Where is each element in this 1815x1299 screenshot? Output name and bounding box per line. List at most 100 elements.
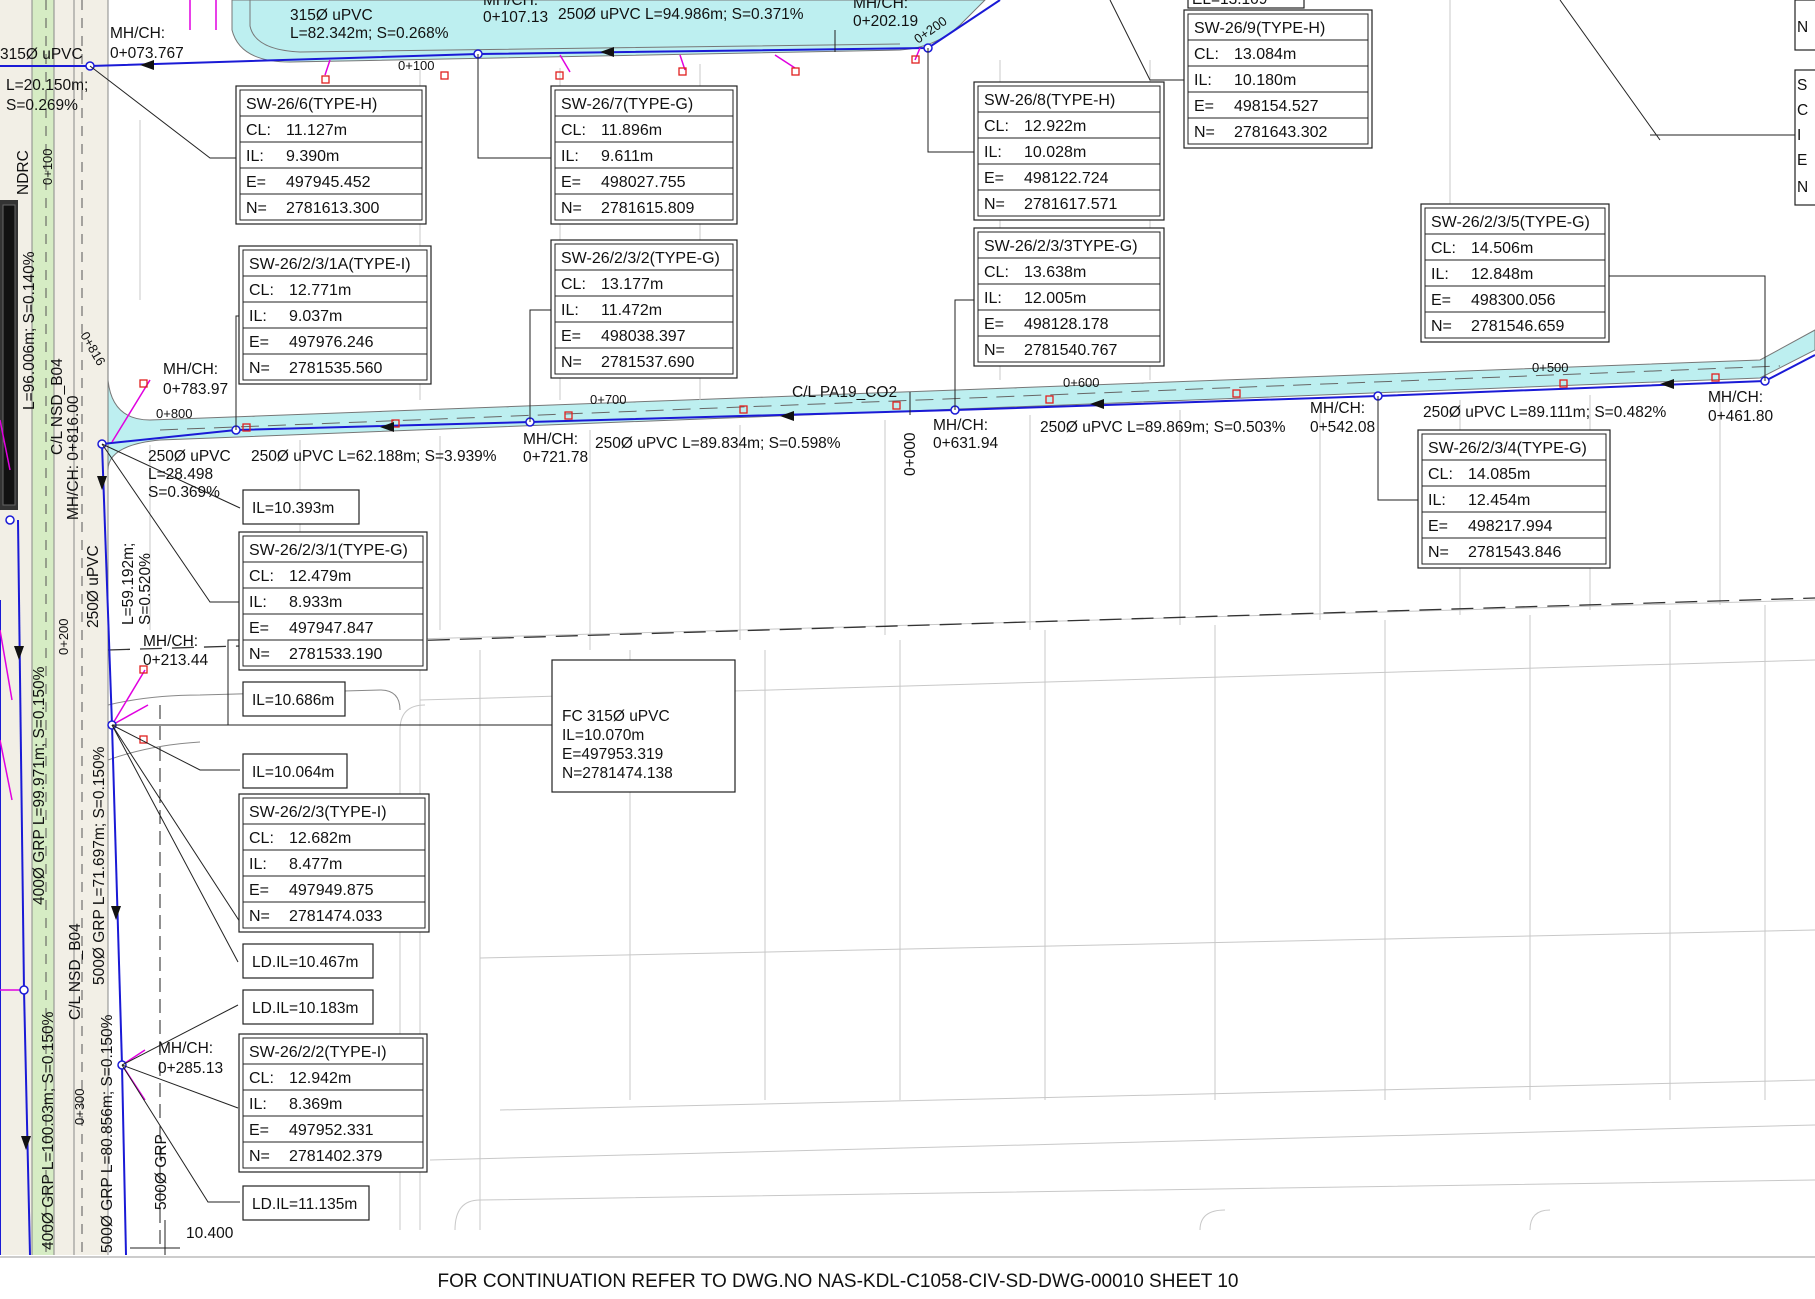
continuation-note: FOR CONTINUATION REFER TO DWG.NO NAS-KDL… bbox=[438, 1271, 1239, 1292]
pipe-b-label: 250Ø uPVC L=62.188m; S=3.939% bbox=[251, 448, 497, 465]
table-value: 13.084m bbox=[1234, 46, 1296, 63]
top-pipe-length: L=82.342m; S=0.268% bbox=[290, 25, 449, 42]
level-box: LD.IL=11.135m bbox=[242, 1185, 370, 1221]
manhole-id: SW-26/2/2(TYPE-I) bbox=[249, 1044, 387, 1061]
manhole-id: SW-26/7(TYPE-G) bbox=[561, 96, 693, 113]
table-key: CL: bbox=[1194, 46, 1219, 63]
vert-pipe-length: L=59.192m; bbox=[120, 543, 137, 625]
cl-b04-b: C/L NSD_B04 bbox=[67, 923, 84, 1020]
table-value: 2781543.846 bbox=[1468, 544, 1562, 561]
manhole-id: SW-26/9(TYPE-H) bbox=[1194, 20, 1325, 37]
station-v300: 0+300 bbox=[72, 1088, 87, 1125]
left-pipe-size: 315Ø uPVC bbox=[0, 46, 83, 63]
access-road bbox=[107, 689, 401, 711]
manhole-id: SW-26/8(TYPE-H) bbox=[984, 92, 1115, 109]
manhole-table: SW-26/8(TYPE-H)CL:12.922mIL:10.028mE=498… bbox=[973, 81, 1165, 221]
ch-783: 0+783.97 bbox=[163, 381, 228, 398]
table-key: N= bbox=[1194, 124, 1215, 141]
flow-arrows bbox=[14, 47, 1674, 1150]
ch-542: 0+542.08 bbox=[1310, 419, 1375, 436]
table-key: IL: bbox=[249, 308, 267, 325]
table-key: CL: bbox=[249, 282, 274, 299]
pipe-c-label: 250Ø uPVC L=89.834m; S=0.598% bbox=[595, 435, 841, 452]
table-key: E= bbox=[1194, 98, 1214, 115]
table-key: CL: bbox=[561, 276, 586, 293]
table-value: 2781540.767 bbox=[1024, 342, 1118, 359]
table-key: IL: bbox=[561, 148, 579, 165]
leader-lines bbox=[89, 0, 1795, 1255]
table-value: 9.037m bbox=[289, 308, 342, 325]
table-value: 9.390m bbox=[286, 148, 339, 165]
station-100: 0+100 bbox=[398, 58, 435, 73]
table-value: 2781613.300 bbox=[286, 200, 380, 217]
pipe-e-label: 250Ø uPVC L=89.111m; S=0.482% bbox=[1423, 404, 1667, 421]
table-key: CL: bbox=[249, 830, 274, 847]
top-pipe-250: 250Ø uPVC L=94.986m; S=0.371% bbox=[558, 6, 804, 23]
vert-pipe-size: 250Ø uPVC bbox=[85, 545, 102, 628]
table-key: N= bbox=[249, 908, 270, 925]
table-key: IL: bbox=[246, 148, 264, 165]
manhole-id: SW-26/2/3(TYPE-I) bbox=[249, 804, 387, 821]
table-value: 2781535.560 bbox=[289, 360, 383, 377]
table-key: CL: bbox=[246, 122, 271, 139]
level-value: IL=10.064m bbox=[252, 764, 334, 781]
table-key: E= bbox=[1428, 518, 1448, 535]
table-key: IL: bbox=[249, 594, 267, 611]
top-pipe-size: 315Ø uPVC bbox=[290, 7, 373, 24]
table-value: 11.127m bbox=[286, 122, 347, 139]
table-value: 12.922m bbox=[1024, 118, 1086, 135]
table-value: 498217.994 bbox=[1468, 518, 1553, 535]
station-v200: 0+200 bbox=[56, 618, 71, 655]
fc-line-3: E=497953.319 bbox=[562, 746, 663, 763]
table-key: N= bbox=[984, 342, 1005, 359]
table-key: E= bbox=[1431, 292, 1451, 309]
vert-pipe-slope: S=0.520% bbox=[137, 553, 154, 625]
table-key: N= bbox=[1431, 318, 1452, 335]
partial-right-n-top: N bbox=[1797, 19, 1808, 36]
table-value: 2781474.033 bbox=[289, 908, 383, 925]
manhole-table: SW-26/2/3/2(TYPE-G)CL:13.177mIL:11.472mE… bbox=[550, 239, 738, 379]
table-value: 11.472m bbox=[601, 302, 662, 319]
level-box: LD.IL=10.467m bbox=[242, 943, 374, 979]
mhch-213: MH/CH: bbox=[143, 633, 198, 650]
table-key: E= bbox=[249, 620, 269, 637]
table-key: E= bbox=[561, 328, 581, 345]
table-value: 10.028m bbox=[1024, 144, 1086, 161]
partial-right-i: I bbox=[1797, 127, 1801, 144]
table-key: CL: bbox=[984, 118, 1009, 135]
left-length: L=20.150m; bbox=[6, 77, 88, 94]
manhole-table: SW-26/6(TYPE-H)CL:11.127mIL:9.390mE=4979… bbox=[235, 85, 427, 225]
table-value: 12.005m bbox=[1024, 290, 1086, 307]
table-key: N= bbox=[249, 646, 270, 663]
station-600: 0+600 bbox=[1063, 375, 1100, 390]
top-mhch-a: MH/CH: bbox=[483, 0, 538, 9]
manhole-id: SW-26/2/3/4(TYPE-G) bbox=[1428, 440, 1587, 457]
partial-right-n: N bbox=[1797, 179, 1808, 196]
table-key: CL: bbox=[249, 1070, 274, 1087]
table-value: 497949.875 bbox=[289, 882, 374, 899]
table-key: N= bbox=[246, 200, 267, 217]
manhole-table: SW-26/2/3(TYPE-I)CL:12.682mIL:8.477mE=49… bbox=[238, 793, 430, 933]
partial-right-c: C bbox=[1797, 102, 1808, 119]
left-mhch: MH/CH: bbox=[110, 25, 165, 42]
table-value: 12.454m bbox=[1468, 492, 1530, 509]
ch-461: 0+461.80 bbox=[1708, 408, 1773, 425]
table-value: 13.177m bbox=[601, 276, 663, 293]
table-key: E= bbox=[246, 174, 266, 191]
table-value: 12.682m bbox=[289, 830, 351, 847]
ch-285: 0+285.13 bbox=[158, 1060, 223, 1077]
level-value: IL=10.686m bbox=[252, 692, 334, 709]
table-key: CL: bbox=[249, 568, 274, 585]
manhole-table: SW-26/2/3/5(TYPE-G)CL:14.506mIL:12.848mE… bbox=[1420, 203, 1610, 343]
table-value: 498122.724 bbox=[1024, 170, 1109, 187]
table-value: 9.611m bbox=[601, 148, 653, 165]
manhole-tables: SW-26/6(TYPE-H)CL:11.127mIL:9.390mE=4979… bbox=[235, 9, 1611, 1173]
table-key: N= bbox=[249, 360, 270, 377]
table-value: 497947.847 bbox=[289, 620, 374, 637]
table-key: IL: bbox=[561, 302, 579, 319]
mhch-461: MH/CH: bbox=[1708, 389, 1763, 406]
table-value: 14.506m bbox=[1471, 240, 1533, 257]
l96-label: L=96.006m; S=0.140% bbox=[21, 251, 38, 410]
table-value: 12.848m bbox=[1471, 266, 1533, 283]
manhole-table: SW-26/7(TYPE-G)CL:11.896mIL:9.611mE=4980… bbox=[550, 85, 738, 225]
